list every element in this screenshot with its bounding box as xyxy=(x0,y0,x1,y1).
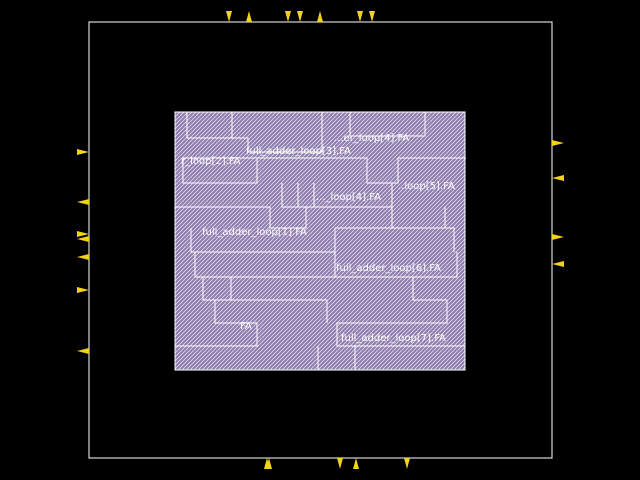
pin-bottom[interactable] xyxy=(404,458,410,469)
instance-label[interactable]: FA xyxy=(240,321,252,332)
pin-top[interactable] xyxy=(246,11,252,22)
pin-right[interactable] xyxy=(552,261,564,267)
io-pins xyxy=(77,11,564,469)
pin-top[interactable] xyxy=(317,11,323,22)
instance-labels: ...er_loop[4].FA full_adder_loop[3].FA r… xyxy=(181,133,455,344)
instance-label[interactable]: ..loop[5].FA xyxy=(398,181,455,192)
pin-left[interactable] xyxy=(77,231,89,237)
pin-top[interactable] xyxy=(285,11,291,22)
pin-left[interactable] xyxy=(77,254,89,260)
pin-left[interactable] xyxy=(77,149,89,155)
pin-bottom[interactable] xyxy=(266,458,272,469)
pin-left[interactable] xyxy=(77,199,89,205)
pin-right[interactable] xyxy=(552,234,564,240)
instance-label[interactable]: full_adder_loop[7].FA xyxy=(341,333,446,344)
pin-left[interactable] xyxy=(77,287,89,293)
pin-left[interactable] xyxy=(77,348,89,354)
pin-top[interactable] xyxy=(369,11,375,22)
instance-label[interactable]: full_adder_loop[3].FA xyxy=(246,146,351,157)
instance-label[interactable]: full_adder_loop[1].FA xyxy=(202,227,307,238)
pin-right[interactable] xyxy=(552,175,564,181)
instance-label[interactable]: full_adder_loop[6].FA xyxy=(336,263,441,274)
pin-right[interactable] xyxy=(552,140,564,146)
cell-outlines xyxy=(175,112,466,370)
pin-left[interactable] xyxy=(77,236,89,242)
pin-bottom[interactable] xyxy=(353,458,359,469)
instance-label[interactable]: r_loop[2].FA xyxy=(181,156,241,167)
pin-top[interactable] xyxy=(297,11,303,22)
instance-label[interactable]: ...er_loop[4].FA xyxy=(334,133,409,144)
pin-bottom[interactable] xyxy=(337,458,343,469)
core-area[interactable] xyxy=(174,111,466,371)
pin-top[interactable] xyxy=(226,11,232,22)
pin-top[interactable] xyxy=(357,11,363,22)
instance-label[interactable]: ..._loop[4].FA xyxy=(316,192,381,203)
